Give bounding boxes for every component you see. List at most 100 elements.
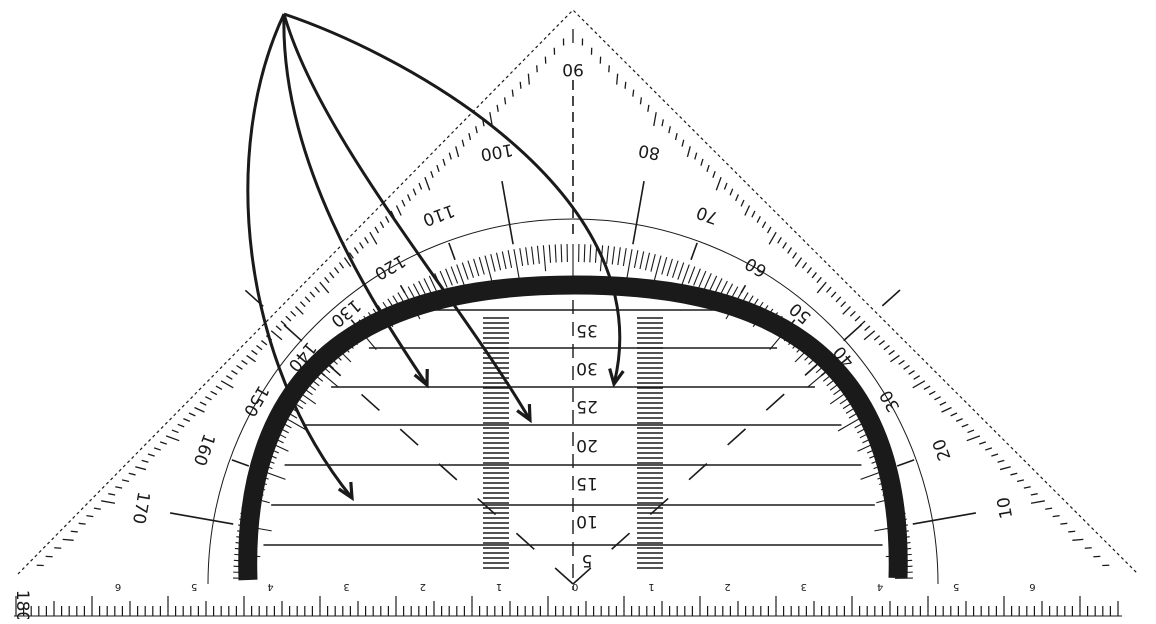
outer-tick <box>752 211 755 217</box>
outer-tick <box>505 97 506 104</box>
inner-tick <box>497 253 501 271</box>
outer-tick <box>707 165 709 172</box>
outer-tick <box>1031 494 1038 495</box>
inner-tick <box>678 263 684 280</box>
outer-tick <box>271 331 282 340</box>
outer-tick <box>1072 539 1083 540</box>
outer-tick <box>864 331 875 340</box>
ruler-label: 1 <box>648 581 654 592</box>
ruler-label: 1 <box>496 581 502 592</box>
outer-tick <box>375 227 378 233</box>
inner-tick <box>699 271 706 288</box>
inner-tick <box>537 246 539 264</box>
inner-tick <box>584 244 585 262</box>
outer-tick <box>730 189 733 195</box>
outer-tick <box>300 302 305 307</box>
outer-tick <box>425 177 430 190</box>
ruler-label: 2 <box>420 581 426 592</box>
degree-ray <box>449 243 455 260</box>
outer-tick <box>330 272 334 278</box>
outer-tick <box>879 341 885 345</box>
grid-label: 10 <box>576 511 598 531</box>
outer-tick <box>380 222 383 228</box>
outer-tick <box>437 165 439 172</box>
outer-tick <box>817 277 821 282</box>
inner-tick <box>485 256 492 281</box>
outer-tick <box>929 391 935 394</box>
outer-tick <box>221 381 233 388</box>
degree-label: 150 <box>239 382 273 420</box>
outer-tick <box>1017 480 1024 482</box>
outer-tick <box>166 436 179 441</box>
outer-tick <box>402 200 405 206</box>
grid-label: 25 <box>576 396 598 416</box>
outer-tick <box>1060 523 1067 524</box>
outer-tick <box>802 263 806 269</box>
outer-tick <box>843 307 851 315</box>
diagonal-guide <box>573 290 900 584</box>
outer-tick <box>1068 531 1075 532</box>
outer-tick <box>762 222 765 228</box>
inner-tick <box>424 278 432 294</box>
outer-tick <box>122 480 129 482</box>
inner-tick <box>667 259 672 276</box>
outer-tick <box>339 263 343 269</box>
outer-tick <box>991 454 998 456</box>
outer-tick <box>135 467 146 470</box>
inner-tick <box>623 248 626 266</box>
inner-tick <box>479 257 484 274</box>
degree-label: 10 <box>994 495 1017 520</box>
inner-tick <box>555 244 556 262</box>
inner-tick <box>462 263 468 280</box>
outer-tick <box>315 287 320 292</box>
outer-tick <box>850 311 855 316</box>
outer-tick <box>154 448 161 450</box>
outer-tick <box>769 232 776 244</box>
outer-tick <box>788 248 792 254</box>
outer-tick <box>71 531 78 532</box>
outer-tick <box>476 126 477 133</box>
outer-tick <box>354 248 358 254</box>
inner-tick <box>640 251 644 269</box>
degree-label: 120 <box>371 250 409 284</box>
outer-tick <box>736 194 739 200</box>
outer-tick <box>617 74 618 85</box>
ruler-label: 6 <box>115 581 121 592</box>
outer-tick <box>909 371 915 375</box>
ruler-label: 0 <box>572 581 578 592</box>
outer-tick <box>914 376 920 380</box>
ruler-label: 3 <box>343 581 349 592</box>
outer-tick <box>716 177 721 190</box>
grid-label: 20 <box>576 435 598 455</box>
ruler-label: 6 <box>1029 581 1035 592</box>
outer-tick <box>817 282 826 293</box>
outer-tick <box>865 326 870 331</box>
outer-tick <box>985 448 992 450</box>
outer-tick <box>695 153 697 160</box>
degree-ray <box>502 181 513 244</box>
outer-tick <box>968 430 975 433</box>
outer-tick <box>79 523 86 524</box>
outer-tick <box>360 242 364 248</box>
outer-tick <box>831 292 836 297</box>
outer-tick <box>237 365 243 369</box>
outer-tick <box>942 408 952 413</box>
degree-label: 70 <box>694 202 721 228</box>
degree-label: 20 <box>929 436 955 463</box>
outer-tick <box>291 311 296 316</box>
outer-tick <box>242 360 248 364</box>
inner-tick <box>474 259 479 276</box>
ruler-label: 5 <box>191 581 197 592</box>
degree-ray <box>691 243 697 260</box>
outer-tick <box>449 153 451 160</box>
outer-tick <box>335 267 339 273</box>
outer-tick <box>741 200 744 206</box>
outer-tick <box>836 297 841 302</box>
outer-tick <box>783 242 787 248</box>
inner-tick <box>651 254 655 271</box>
outer-tick <box>940 402 946 405</box>
outer-tick <box>443 159 445 166</box>
outer-tick <box>669 126 670 133</box>
